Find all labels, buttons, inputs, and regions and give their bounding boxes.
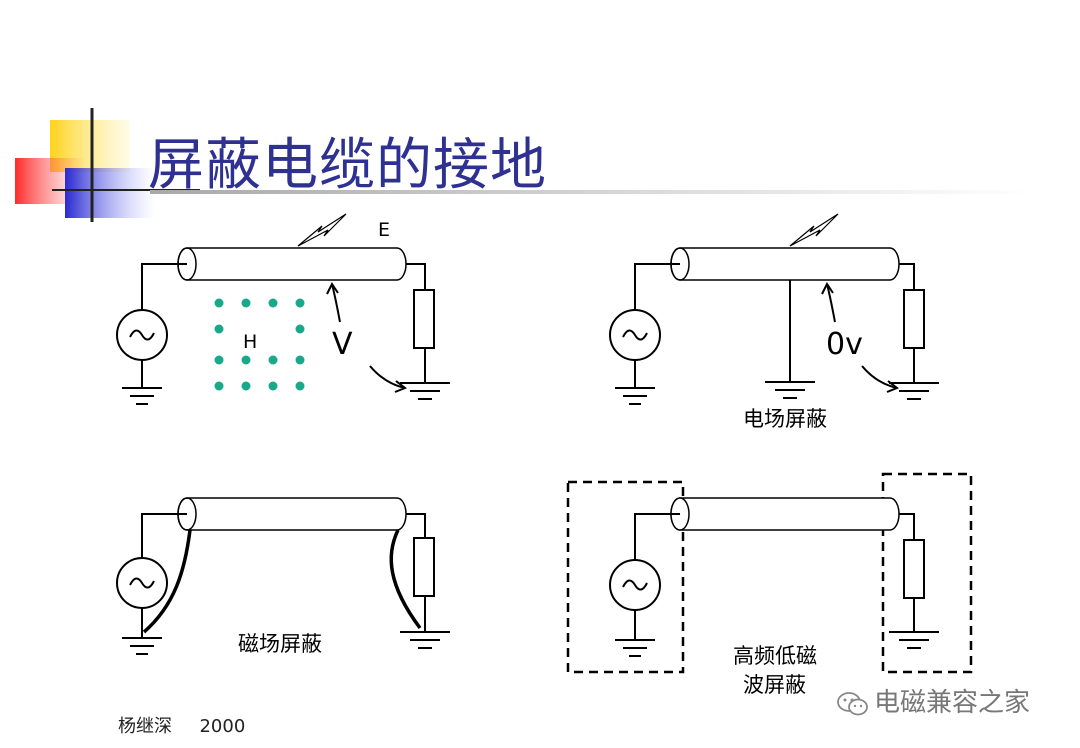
lightning-icon — [297, 213, 347, 247]
resistor-icon — [413, 537, 435, 597]
label-h: H — [243, 331, 257, 353]
coax-cable — [670, 497, 900, 531]
footer: 杨继深 2000 — [118, 712, 245, 738]
ground-icon — [122, 637, 162, 655]
ground-icon — [122, 387, 162, 405]
lightning-icon — [789, 213, 839, 247]
enclosure-left — [566, 480, 685, 674]
coax-cable — [177, 247, 407, 281]
label-v: V — [332, 327, 353, 362]
caption-hf-shield-line2: 波屏蔽 — [743, 673, 806, 697]
watermark: 电磁兼容之家 — [836, 682, 1030, 719]
diagram-bottom-right — [566, 472, 973, 674]
wechat-icon — [837, 691, 868, 715]
footer-author: 杨继深 — [118, 716, 172, 737]
voltage-arrow — [331, 283, 341, 323]
enclosure-right — [881, 472, 973, 674]
diagram-top-right — [609, 213, 939, 405]
caption-electric-shield: 电场屏蔽 — [743, 407, 827, 431]
ground-icon — [889, 382, 939, 400]
diagram-top-left — [116, 213, 450, 405]
ground-icon — [400, 382, 450, 400]
shield-drain-left — [142, 529, 192, 634]
watermark-text: 电磁兼容之家 — [874, 688, 1031, 718]
ground-icon — [889, 631, 939, 649]
title-logo — [15, 108, 200, 222]
diagram-bottom-left — [116, 497, 450, 655]
coax-cable — [177, 497, 407, 531]
resistor-icon — [903, 539, 925, 599]
footer-year: 2000 — [199, 716, 246, 737]
label-e: E — [378, 219, 390, 241]
resistor-icon — [903, 289, 925, 349]
caption-hf-shield-line1: 高频低磁 — [733, 644, 817, 668]
coax-cable — [670, 247, 900, 281]
ground-icon — [400, 631, 450, 649]
slide-title: 屏蔽电缆的接地 — [148, 133, 547, 198]
h-field-dots — [214, 298, 305, 391]
caption-magnetic-shield: 磁场屏蔽 — [238, 632, 322, 656]
ground-icon — [615, 639, 655, 657]
label-0v: 0v — [826, 327, 863, 362]
voltage-arrow — [826, 283, 836, 323]
ground-icon — [765, 381, 815, 399]
ground-icon — [615, 387, 655, 405]
shield-drain-right — [389, 529, 422, 630]
resistor-icon — [413, 289, 435, 349]
title-underline — [150, 190, 1030, 194]
